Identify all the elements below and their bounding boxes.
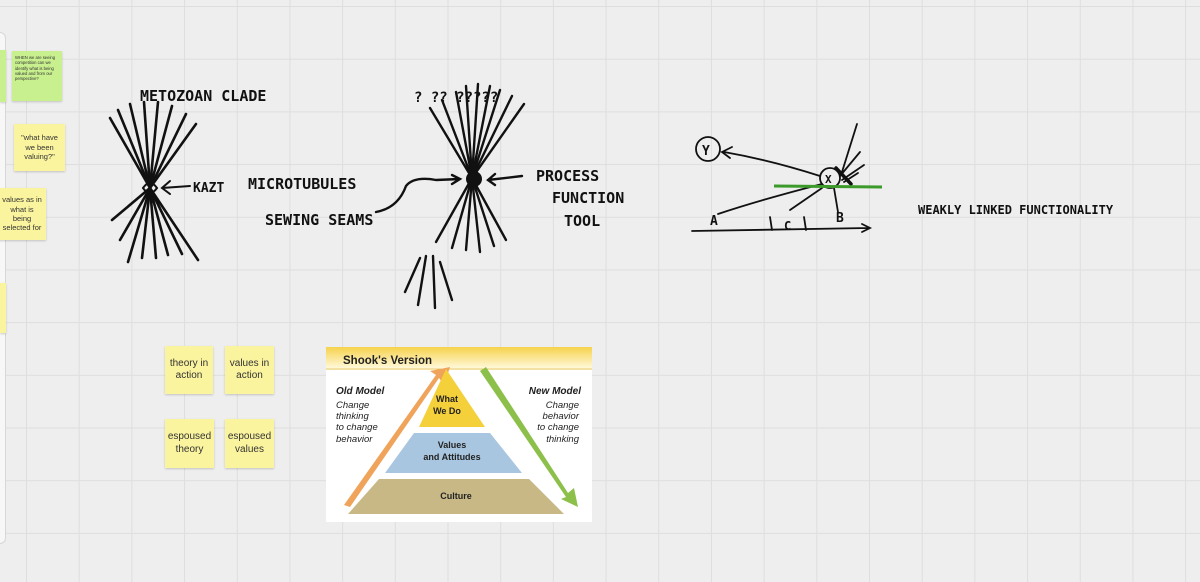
handwriting-kazt: KAZT: [193, 181, 224, 196]
green-link-line: [773, 184, 883, 189]
pyramid-top: [419, 369, 485, 427]
handwriting-tool: TOOL: [564, 212, 600, 230]
pyramid-top-label-1: What: [436, 394, 458, 404]
handwriting-metazoan: METOZOAN CLADE: [140, 87, 266, 105]
shook-pyramid-diagram: Shook's Version What We Do Values and At…: [326, 347, 592, 514]
handwriting-process: PROCESS: [536, 167, 599, 185]
sticky-note-text: values as in what is being selected for: [2, 195, 42, 233]
linkage-sketch[interactable]: [691, 123, 873, 233]
sticky-note-cutoff-yellow[interactable]: [0, 283, 6, 333]
sticky-note-espoused-values[interactable]: espoused values: [225, 419, 274, 468]
sticky-note-theory-in-action[interactable]: theory in action: [165, 346, 213, 394]
sticky-note-valuing[interactable]: "what have we been valuing?": [14, 124, 65, 171]
handwriting-question-marks: ? ?? ?????: [414, 90, 498, 106]
new-model-line-3: to change: [537, 422, 579, 433]
sticky-note-espoused-theory[interactable]: espoused theory: [165, 419, 214, 468]
label-a: A: [710, 214, 718, 229]
sticky-note-text: WHEN we are seeing competition can we id…: [15, 55, 56, 81]
pyramid-middle-label-2: and Attitudes: [423, 452, 480, 462]
shook-title: Shook's Version: [343, 355, 432, 367]
old-model-heading: Old Model: [336, 386, 385, 397]
old-model-line-2: thinking: [336, 411, 369, 422]
pyramid-middle-label-1: Values: [438, 440, 467, 450]
label-c: C: [784, 219, 791, 233]
new-model-arrow: [480, 367, 578, 507]
old-model-arrow: [344, 367, 450, 507]
handwriting-sewing: SEWING SEAMS: [265, 211, 373, 229]
process-node-dot: [466, 171, 482, 187]
node-x-label: X: [825, 173, 832, 186]
old-model-line-3: to change: [336, 422, 378, 433]
pyramid-bottom: [348, 479, 564, 514]
new-model-line-2: behavior: [543, 411, 580, 422]
pyramid-top-label-2: We Do: [433, 406, 461, 416]
label-b: B: [836, 211, 844, 226]
shook-version-image[interactable]: Shook's Version What We Do Values and At…: [326, 347, 592, 522]
sticky-note-text: "what have we been valuing?": [21, 133, 58, 162]
metazoan-sketch[interactable]: [108, 100, 200, 264]
old-model-line-1: Change: [336, 400, 369, 411]
new-model-heading: New Model: [529, 386, 581, 397]
sticky-note-values-in-action[interactable]: values in action: [225, 346, 274, 394]
shook-header-band: [326, 347, 592, 368]
new-model-line-4: thinking: [546, 434, 579, 445]
sticky-note-text: espoused values: [227, 431, 272, 455]
sticky-note-text: theory in action: [169, 357, 209, 382]
handwriting-microtubules: MICROTUBULES: [248, 175, 356, 193]
handwriting-function: FUNCTION: [552, 189, 624, 207]
new-model-line-1: Change: [546, 400, 579, 411]
sticky-note-cutoff-green[interactable]: [0, 50, 6, 102]
old-model-line-4: behavior: [336, 434, 373, 445]
pyramid-middle: [385, 433, 522, 473]
sticky-note-text: espoused theory: [167, 431, 212, 455]
node-y-label: Y: [702, 144, 710, 159]
sticky-note-competition[interactable]: WHEN we are seeing competition can we id…: [12, 51, 62, 101]
sticky-note-values-selected[interactable]: values as in what is being selected for: [0, 188, 46, 240]
handwriting-weakly-linked: WEAKLY LINKED FUNCTIONALITY: [918, 203, 1114, 217]
sticky-note-text: values in action: [229, 357, 270, 382]
process-sketch[interactable]: [374, 82, 526, 310]
pyramid-bottom-label: Culture: [440, 491, 472, 501]
